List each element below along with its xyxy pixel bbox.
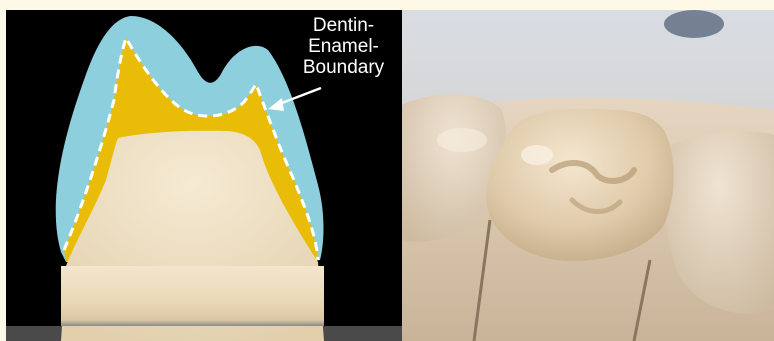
ceramic-crown bbox=[487, 109, 674, 261]
left-tooth-highlight bbox=[437, 128, 487, 152]
dentin-enamel-boundary-label: Dentin- Enamel- Boundary bbox=[291, 15, 396, 78]
crown-on-model-image bbox=[402, 10, 774, 341]
label-line-3: Boundary bbox=[291, 57, 396, 78]
tooth-root bbox=[61, 266, 324, 326]
dental-model-photo bbox=[402, 10, 774, 341]
crown-highlight bbox=[521, 145, 553, 165]
background-blue-object bbox=[664, 10, 724, 38]
label-line-1: Dentin- bbox=[291, 15, 396, 36]
label-line-2: Enamel- bbox=[291, 36, 396, 57]
top-background-strip bbox=[0, 0, 774, 10]
tooth-cross-section-panel: Dentin- Enamel- Boundary bbox=[6, 10, 402, 341]
